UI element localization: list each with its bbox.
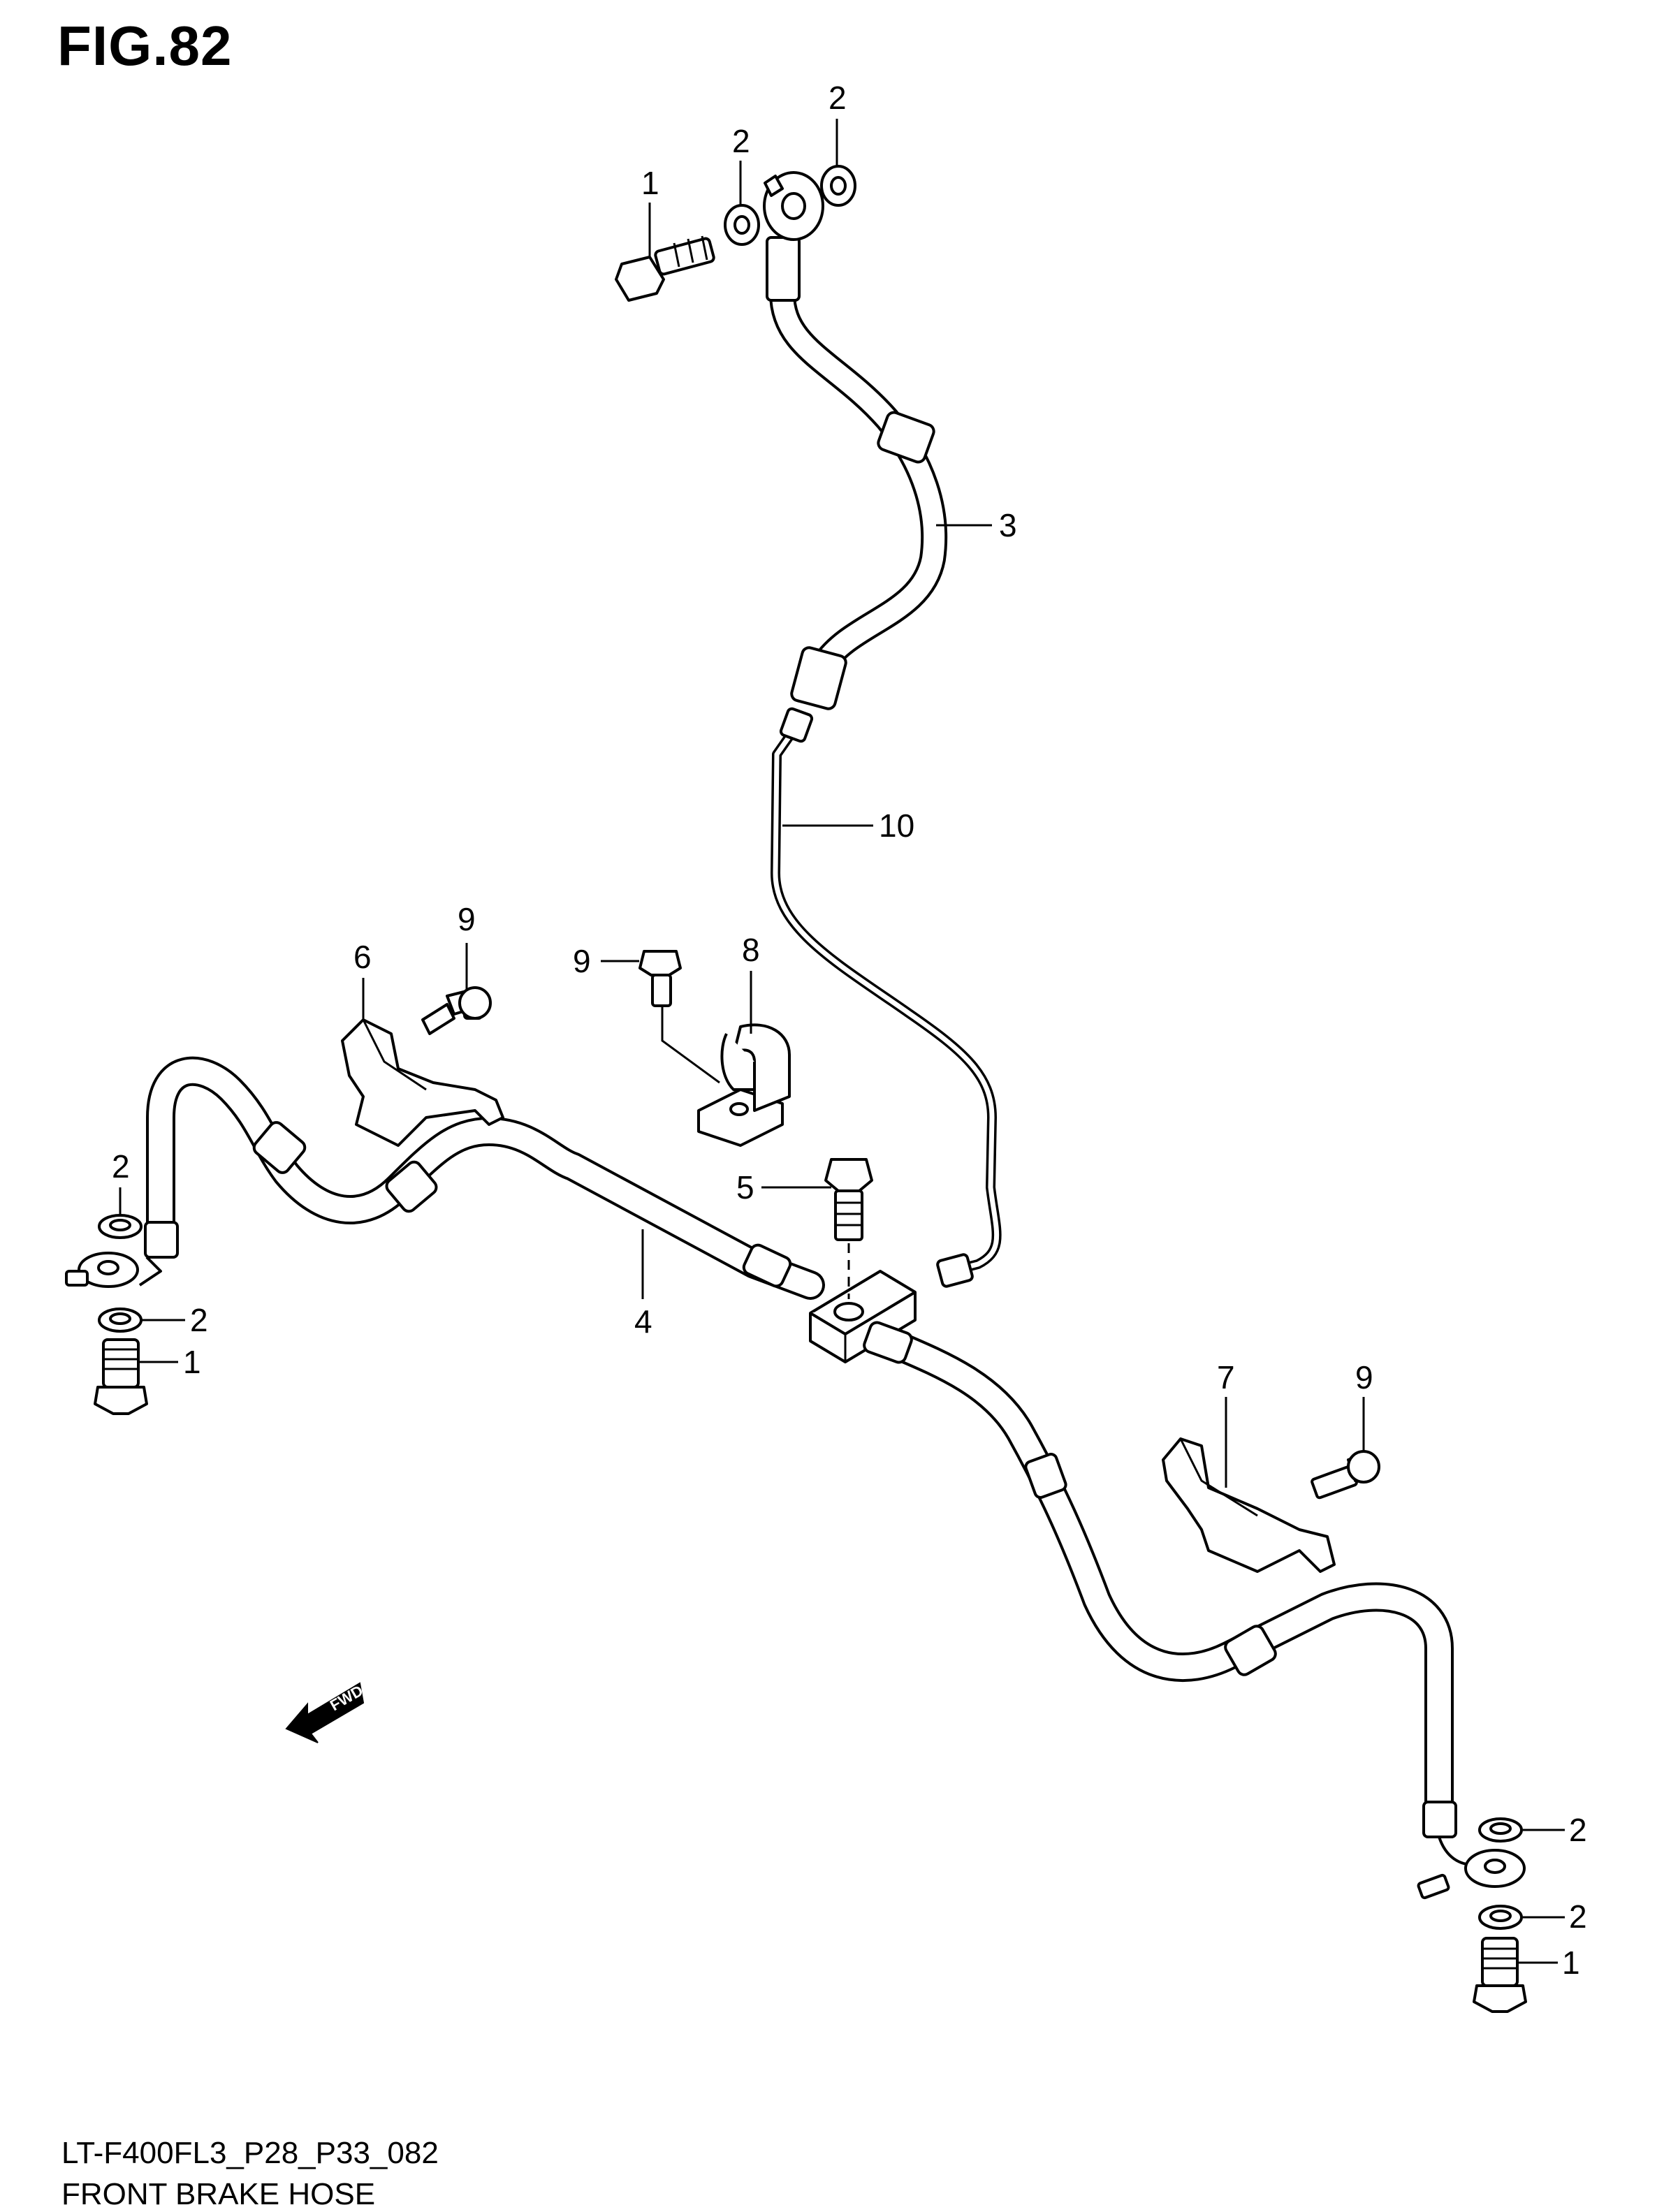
banjo-fitting-right-icon — [1417, 1836, 1526, 1900]
figure-title: FIG.82 — [57, 15, 233, 77]
washer-right-upper-icon — [1478, 1817, 1523, 1843]
callout-9-right: 9 — [1355, 1359, 1373, 1396]
callout-1-left: 1 — [183, 1344, 201, 1380]
callout-8: 8 — [742, 932, 760, 968]
callout-1-right: 1 — [1562, 1944, 1580, 1981]
callout-4: 4 — [634, 1303, 652, 1340]
callout-9-mid: 9 — [573, 943, 591, 979]
bolt-9-left-icon — [421, 986, 492, 1035]
bolt-9-mid-icon — [638, 950, 682, 1007]
forward-arrow-icon: FWD — [285, 1682, 366, 1743]
callout-1-top: 1 — [641, 165, 659, 201]
figure-name: FRONT BRAKE HOSE — [61, 2177, 376, 2211]
clamp-6-icon — [341, 1018, 504, 1147]
banjo-fitting-left-icon — [65, 1252, 162, 1288]
washer-right-lower-icon — [1478, 1905, 1523, 1930]
callout-3: 3 — [999, 507, 1017, 543]
callout-7: 7 — [1217, 1359, 1235, 1396]
callout-6: 6 — [353, 939, 372, 975]
washer-top-a-icon — [724, 204, 760, 246]
callout-10: 10 — [879, 807, 914, 844]
banjo-fitting-top-icon — [763, 171, 824, 241]
hose-right — [863, 1321, 1457, 1838]
brake-joint-icon — [809, 1270, 917, 1363]
callout-2-top-b: 2 — [829, 80, 847, 116]
washer-left-lower-icon — [98, 1308, 143, 1333]
brake-pipe-10 — [771, 707, 1002, 1288]
callout-2-right-b: 2 — [1569, 1898, 1587, 1935]
banjo-bolt-left-icon — [94, 1338, 148, 1415]
washer-top-b-icon — [820, 165, 856, 207]
callout-2-top-a: 2 — [732, 123, 750, 159]
callout-2-left-b: 2 — [190, 1302, 208, 1338]
hose-4 — [144, 1056, 825, 1300]
washer-left-upper-icon — [98, 1214, 143, 1239]
callout-9-left: 9 — [458, 901, 476, 937]
banjo-bolt-right-icon — [1473, 1937, 1527, 2013]
leader-lines — [119, 119, 1565, 1964]
bolt-9-right-icon — [1311, 1450, 1380, 1500]
callout-5: 5 — [736, 1169, 754, 1206]
bolt-5-icon — [824, 1158, 873, 1299]
clip-8-icon — [697, 1023, 791, 1147]
hose-3 — [766, 236, 948, 710]
drawing-code: LT-F400FL3_P28_P33_082 — [61, 2136, 439, 2170]
banjo-bolt-top-icon — [615, 235, 715, 302]
clamp-7-icon — [1162, 1437, 1336, 1573]
callout-2-right-a: 2 — [1569, 1812, 1587, 1848]
callout-2-left-a: 2 — [112, 1148, 130, 1185]
